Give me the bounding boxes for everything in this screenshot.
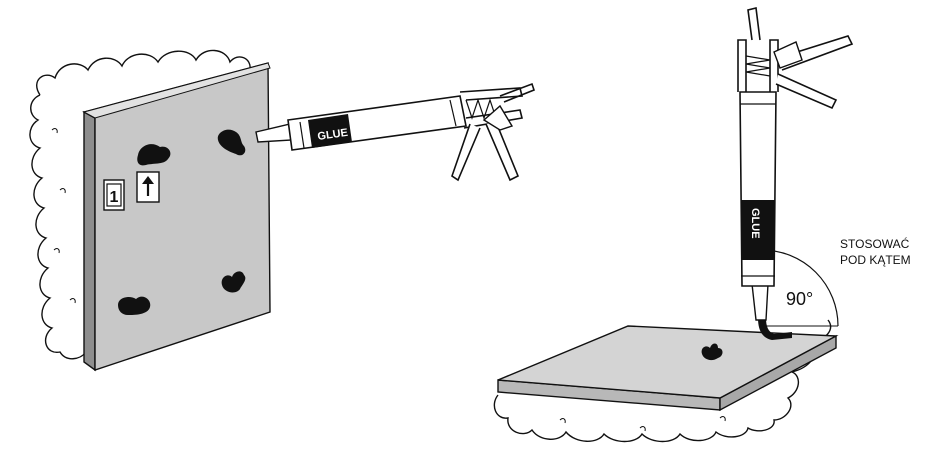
panel-edge — [83, 110, 96, 372]
plunger-rod — [747, 7, 761, 41]
caulk-gun-vertical: GLUE — [737, 7, 854, 340]
wall-outline — [29, 49, 268, 360]
glue-bead — [758, 318, 792, 340]
plunger-rod — [499, 82, 535, 103]
gun-frame — [737, 39, 779, 92]
gun-spring — [465, 98, 497, 120]
gun-trigger — [482, 104, 514, 131]
right-scene: 90° STOSOWAĆ POD KĄTEM GLUE — [493, 7, 911, 443]
gun-trigger — [773, 41, 803, 69]
glue-blob — [221, 271, 246, 293]
step-number-sticker — [103, 179, 125, 211]
caulk-gun-horizontal: GLUE — [255, 82, 535, 182]
tube-brand-text: GLUE — [317, 127, 349, 143]
ground-outline — [493, 319, 832, 443]
glue-blob — [118, 296, 151, 315]
panel-top-bevel — [82, 62, 271, 119]
wall-texture-marks — [51, 128, 76, 304]
angle-arc — [761, 249, 839, 327]
step-number-frame — [106, 183, 122, 207]
tube-brand-text: GLUE — [749, 208, 761, 239]
gun-spring — [745, 55, 771, 77]
nozzle — [751, 283, 769, 321]
glue-blob — [217, 129, 246, 156]
instruction-line-1: STOSOWAĆ — [840, 236, 910, 251]
up-arrow-icon — [142, 176, 154, 196]
angle-value: 90° — [786, 289, 813, 309]
tube-brand-label — [308, 114, 352, 148]
glue-blob — [701, 343, 723, 361]
ground-texture-marks — [559, 416, 726, 432]
gun-handle — [451, 121, 520, 182]
left-scene: 1 GLUE — [29, 49, 535, 372]
step-number-label: 1 — [110, 189, 119, 206]
board-top — [497, 325, 839, 399]
instruction-line-2: POD KĄTEM — [840, 253, 911, 267]
glue-blob — [137, 144, 171, 166]
tube-brand-label — [741, 200, 775, 260]
